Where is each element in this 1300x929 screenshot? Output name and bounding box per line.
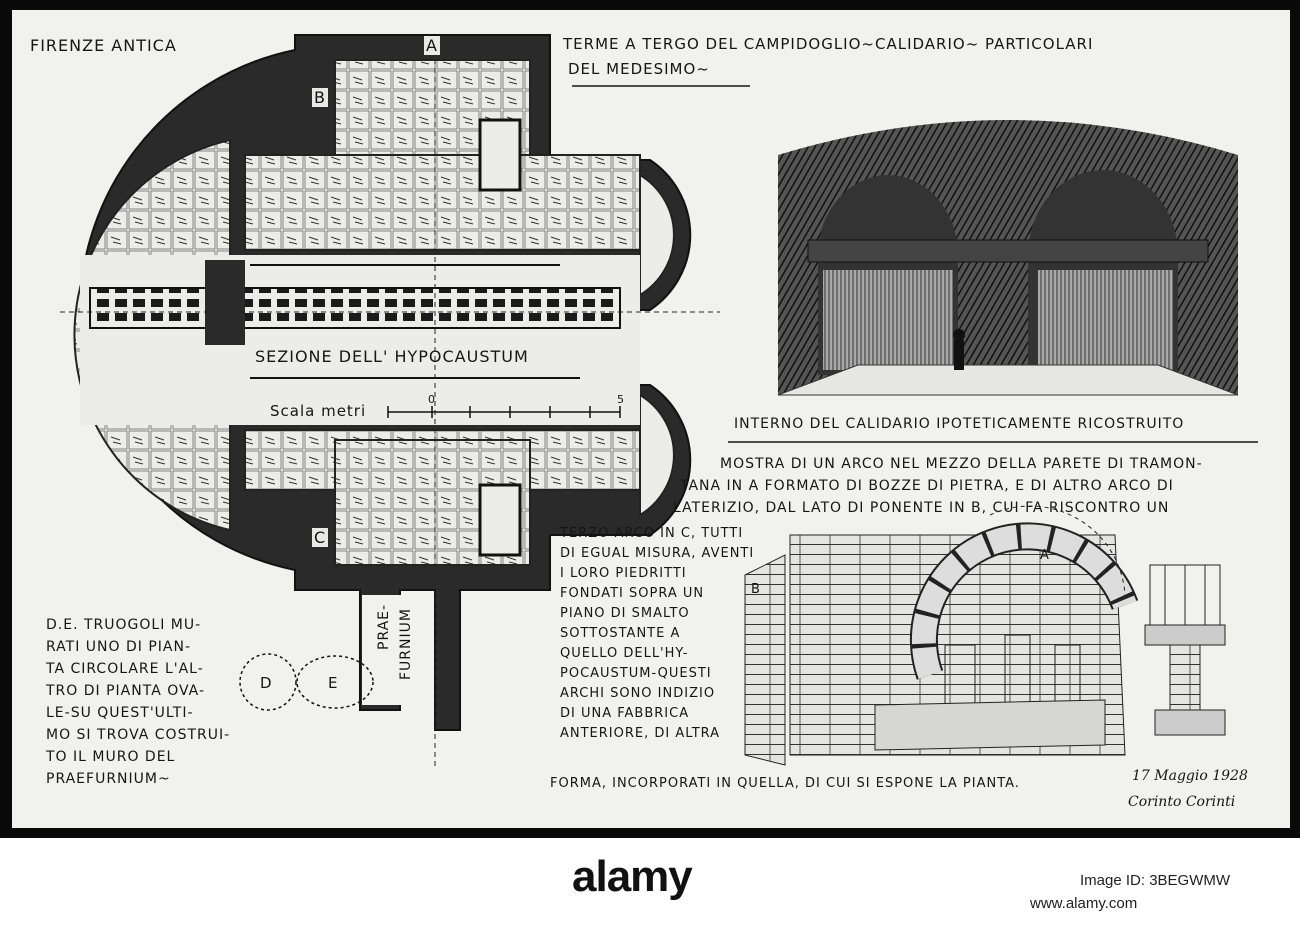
watermark-url: www.alamy.com <box>1030 895 1138 912</box>
note-line: PRAEFURNIUM~ <box>46 771 171 787</box>
description-last-line: FORMA, INCORPORATI IN QUELLA, DI CUI SI … <box>550 776 1020 791</box>
note-line: LE-SU QUEST'ULTI- <box>46 705 194 721</box>
description-column: TERZO ARCO IN C, TUTTI DI EGUAL MISURA, … <box>560 524 755 744</box>
signature-date: 17 Maggio 1928 <box>1132 768 1248 784</box>
description-col-line: QUELLO DELL'HY- <box>560 646 689 661</box>
plan-letter-c: C <box>312 528 329 547</box>
description-col-line: FONDATI SOPRA UN <box>560 586 705 601</box>
description-line2: TANA IN A FORMATO DI BOZZE DI PIETRA, E … <box>680 478 1174 494</box>
title-underline <box>572 85 750 87</box>
troughs-note: D.E. TRUOGOLI MU- RATI UNO DI PIAN- TA C… <box>46 614 276 790</box>
arch-letter-b: B <box>751 582 761 597</box>
description-line3: LATERIZIO, DAL LATO DI PONENTE IN B, CUI… <box>673 500 1170 516</box>
watermark-band <box>0 838 1300 929</box>
calidarium-floor-plan <box>60 34 720 770</box>
arch-detail-illustration <box>744 505 1226 766</box>
interior-caption-underline <box>728 441 1258 443</box>
note-line: MO SI TROVA COSTRUI- <box>46 727 231 743</box>
interior-caption: INTERNO DEL CALIDARIO IPOTETICAMENTE RIC… <box>734 416 1185 432</box>
description-col-line: SOTTOSTANTE A <box>560 626 681 641</box>
description-col-line: ARCHI SONO INDIZIO <box>560 686 716 701</box>
main-title-line2: DEL MEDESIMO~ <box>568 60 710 78</box>
note-line: D.E. TRUOGOLI MU- <box>46 617 202 633</box>
watermark-logo: alamy <box>572 852 693 901</box>
calidarium-interior-illustration <box>777 120 1239 396</box>
trough-e-label: E <box>328 674 339 692</box>
left-title: FIRENZE ANTICA <box>30 36 177 55</box>
scale-label: Scala metri <box>270 402 367 420</box>
watermark-image-id: Image ID: 3BEGWMW <box>1080 872 1231 889</box>
description-col-line: ANTERIORE, DI ALTRA <box>560 726 721 741</box>
praefurnium-label-1: PRAE- <box>376 603 392 650</box>
plan-letter-a: A <box>424 36 440 55</box>
description-col-line: POCAUSTUM-QUESTI <box>560 666 712 681</box>
description-col-line: I LORO PIEDRITTI <box>560 566 687 581</box>
description-col-line: DI EGUAL MISURA, AVENTI <box>560 546 755 561</box>
note-line: TRO DI PIANTA OVA- <box>46 683 205 699</box>
description-col-line: PIANO DI SMALTO <box>560 606 690 621</box>
note-line: TA CIRCOLARE L'AL- <box>46 661 204 677</box>
signature-name: Corinto Corinti <box>1128 794 1236 810</box>
scale-five: 5 <box>617 393 625 406</box>
note-line: TO IL MURO DEL <box>46 749 176 765</box>
main-title-line1: TERME A TERGO DEL CAMPIDOGLIO~CALIDARIO~… <box>563 35 1094 53</box>
description-line1: MOSTRA DI UN ARCO NEL MEZZO DELLA PARETE… <box>720 456 1203 472</box>
description-col-line: TERZO ARCO IN C, TUTTI <box>560 526 744 541</box>
trough-d-label: D <box>260 674 273 692</box>
description-col-line: DI UNA FABBRICA <box>560 706 690 721</box>
plan-letter-b: B <box>312 88 328 107</box>
hypocaust-section-label: SEZIONE DELL' HYPOCAUSTUM <box>255 347 529 366</box>
note-line: RATI UNO DI PIAN- <box>46 639 192 655</box>
scale-zero: 0 <box>428 393 436 406</box>
praefurnium-label-2: FURNIUM <box>398 608 414 680</box>
arch-letter-a: A <box>1040 548 1050 563</box>
